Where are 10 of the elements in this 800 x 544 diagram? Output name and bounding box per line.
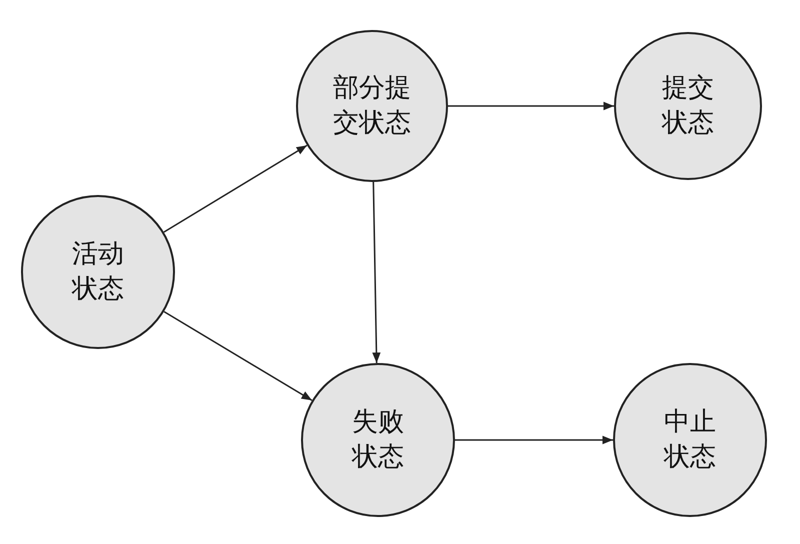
state-label: 活动状态	[72, 238, 124, 306]
arrow	[163, 144, 308, 233]
arrow	[455, 436, 613, 444]
arrow	[372, 182, 381, 364]
state-label: 中止状态	[664, 406, 716, 474]
arrow	[164, 310, 312, 402]
state-label: 部分提交状态	[333, 72, 411, 140]
state-label: 提交状态	[662, 72, 714, 140]
state-label: 失败状态	[352, 406, 404, 474]
arrow	[448, 102, 614, 110]
